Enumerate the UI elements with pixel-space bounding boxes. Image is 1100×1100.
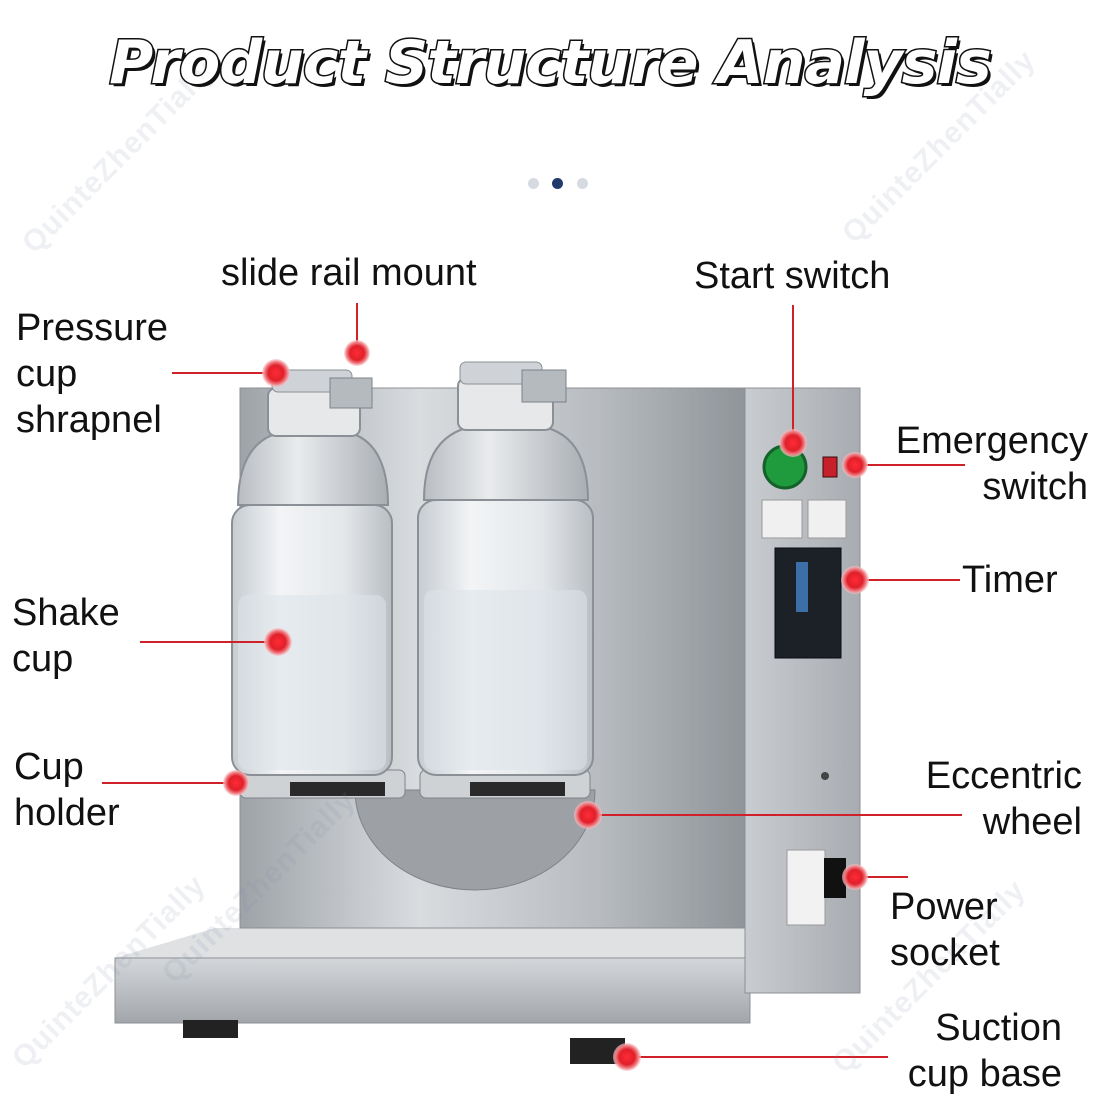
label-emergency-switch: Emergency switch: [895, 420, 1088, 508]
label-shake-cup: Shake cup: [12, 592, 120, 680]
label-start-switch: Start switch: [694, 255, 891, 297]
carousel-indicator: [528, 175, 597, 190]
label-power-socket: Power socket: [890, 886, 1000, 974]
label-slide-rail-mount: slide rail mount: [221, 252, 477, 294]
carousel-dot[interactable]: [528, 178, 539, 190]
carousel-dot[interactable]: [576, 178, 588, 190]
label-cup-holder: Cup holder: [14, 746, 120, 834]
page-title: Product Structure Analysis: [108, 27, 993, 100]
label-timer: Timer: [962, 559, 1058, 601]
label-eccentric-wheel: Eccentric wheel: [925, 755, 1082, 843]
carousel-dot-active[interactable]: [552, 178, 564, 190]
label-pressure-cup-shrapnel: Pressure cup shrapnel: [16, 307, 169, 441]
label-suction-cup-base: Suction cup base: [907, 1007, 1062, 1095]
